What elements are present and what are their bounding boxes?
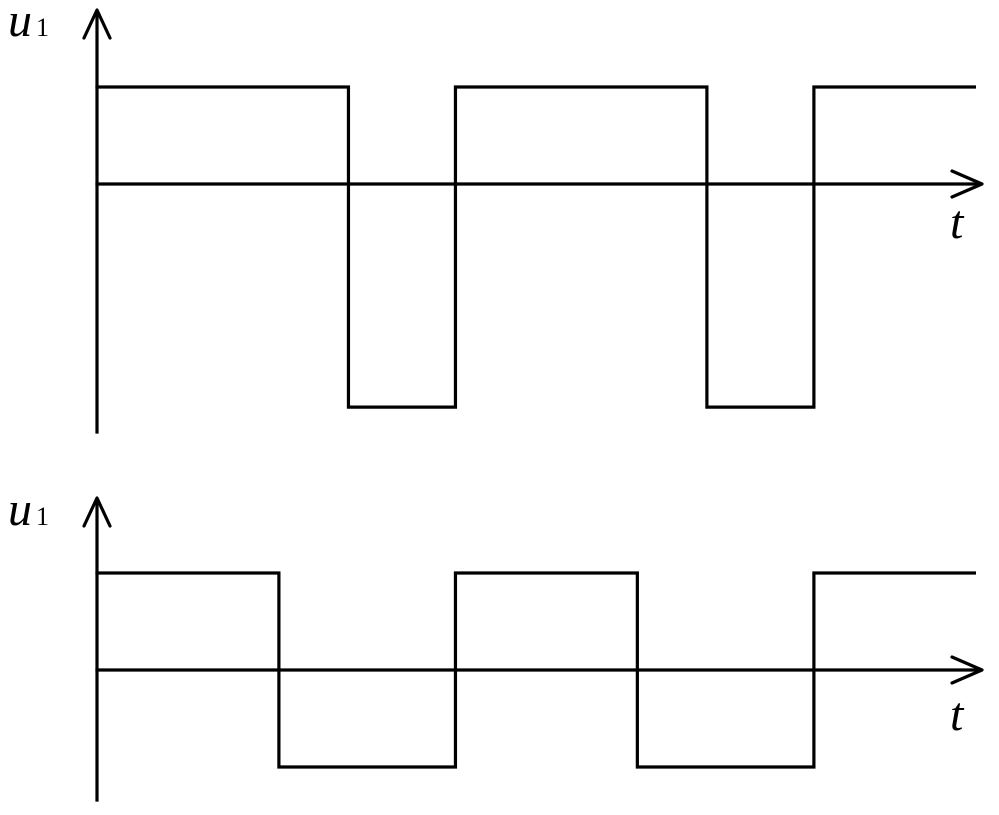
waveform-line — [95, 571, 977, 769]
y-axis-arrow — [82, 496, 112, 528]
x-axis-label: t — [950, 196, 965, 249]
x-axis-arrow — [950, 655, 984, 685]
y-axis-arrow — [82, 8, 112, 40]
x-axis-arrow — [950, 169, 984, 199]
x-axis-label: t — [950, 688, 965, 741]
waveform-line — [95, 85, 977, 409]
